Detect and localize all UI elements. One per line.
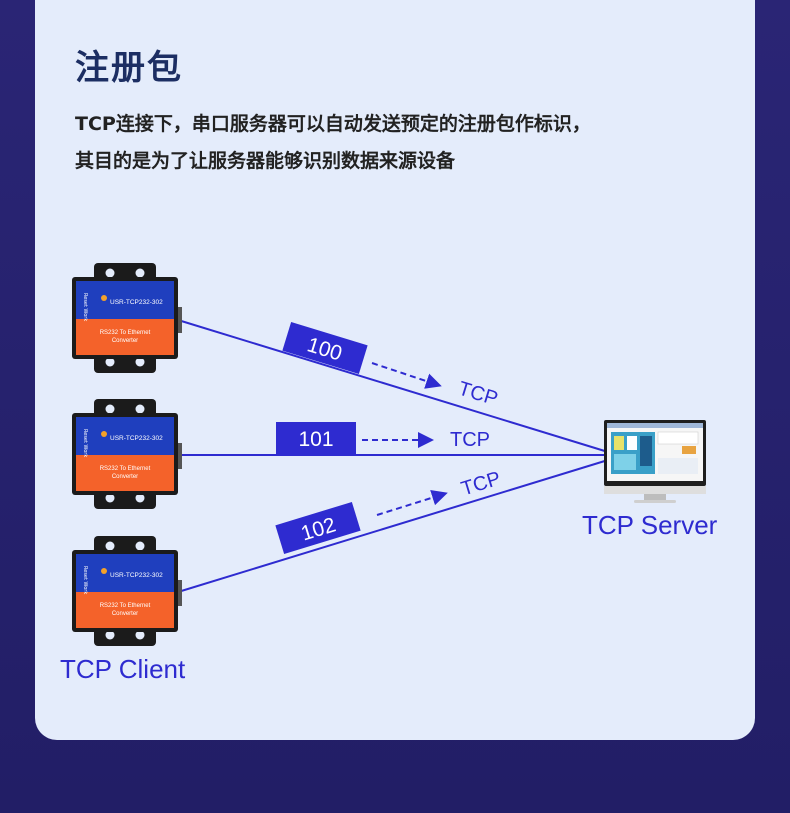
packet-100: 100 — [282, 321, 368, 375]
device-caption: RS232 To Ethernet — [100, 603, 151, 609]
protocol-label: TCP — [456, 378, 501, 411]
protocol-label: TCP — [450, 429, 490, 451]
device-model-label: USR-TCP232-302 — [110, 435, 163, 442]
server-label: TCP Server — [582, 510, 718, 540]
arrow-icon — [376, 489, 448, 516]
page-title: 注册包 — [75, 48, 183, 88]
packet-102: 102 — [275, 501, 361, 555]
client-label: TCP Client — [60, 654, 186, 684]
device-caption: Converter — [112, 338, 138, 344]
description-line-2: 其目的是为了让服务器能够识别数据来源设备 — [75, 150, 456, 172]
device-model-label: USR-TCP232-302 — [110, 572, 163, 579]
connection-line-1 — [177, 319, 609, 453]
packet-101: 101 — [276, 422, 356, 454]
device-icon: Reset Work USR-TCP232-302 RS232 To Ether… — [72, 536, 182, 646]
description-line-1: TCP连接下，串口服务器可以自动发送预定的注册包作标识， — [75, 113, 591, 135]
svg-text:Reset Work: Reset Work — [82, 566, 88, 594]
packet-id: 101 — [298, 428, 333, 451]
device-model-label: USR-TCP232-302 — [110, 299, 163, 306]
device-caption: Converter — [112, 474, 138, 480]
monitor-icon — [604, 420, 706, 503]
svg-text:Reset Work: Reset Work — [82, 429, 88, 457]
device-caption: Converter — [112, 611, 138, 617]
device-caption: RS232 To Ethernet — [100, 330, 151, 336]
device-icon: Reset Work USR-TCP232-302 RS232 To Ether… — [72, 263, 182, 373]
protocol-label: TCP — [459, 468, 504, 501]
connection-line-3 — [177, 459, 609, 593]
svg-text:Reset Work: Reset Work — [82, 293, 88, 321]
device-icon: Reset Work USR-TCP232-302 RS232 To Ether… — [72, 399, 182, 509]
arrow-icon — [371, 362, 442, 389]
device-caption: RS232 To Ethernet — [100, 466, 151, 472]
